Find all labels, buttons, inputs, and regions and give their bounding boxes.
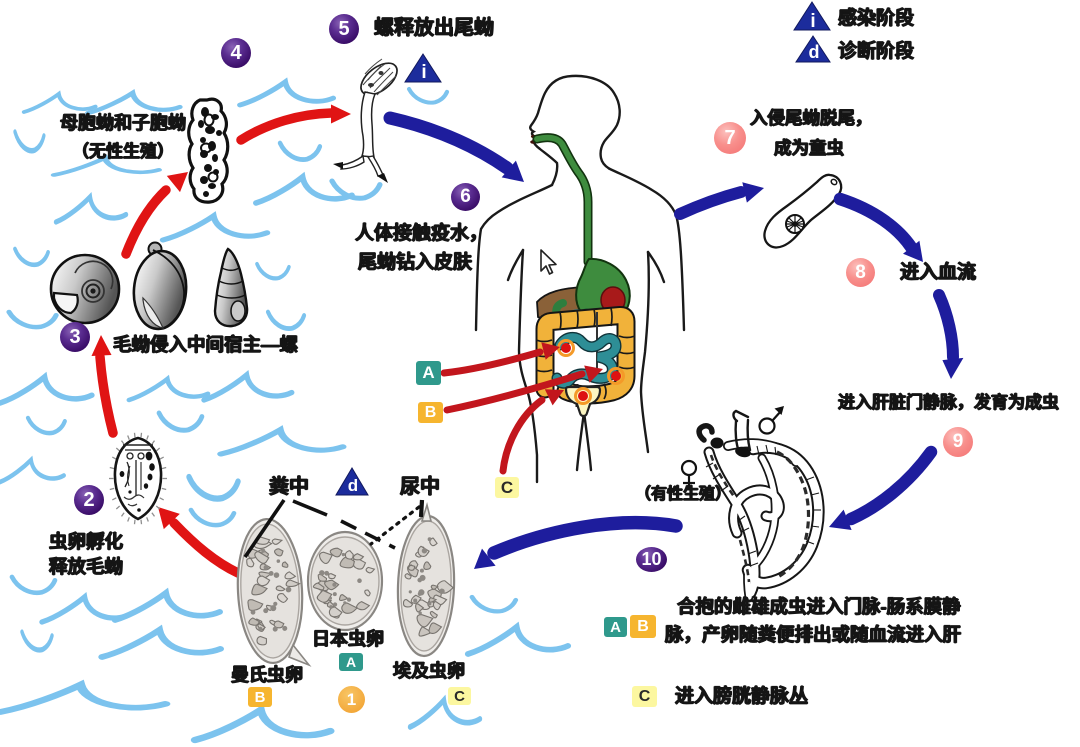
svg-text:i: i <box>810 11 815 32</box>
svg-text:d: d <box>348 476 358 495</box>
svg-text:d: d <box>809 42 820 62</box>
svg-text:i: i <box>421 62 426 83</box>
